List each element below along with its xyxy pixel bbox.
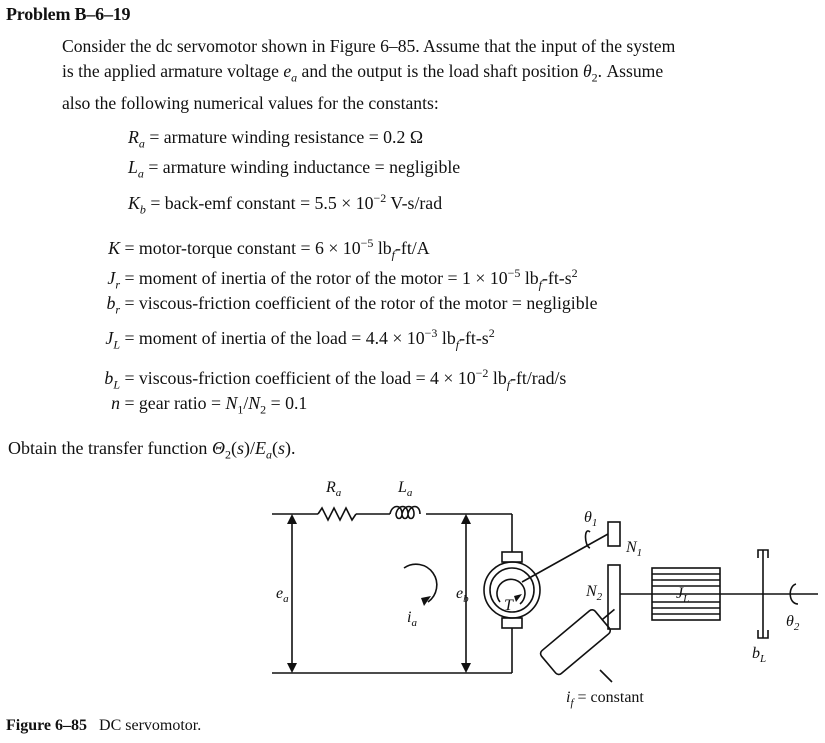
label-ea: ea — [276, 585, 289, 605]
constant-bL: bL = viscous-friction coefficient of the… — [104, 366, 567, 392]
servomotor-diagram: Ra La ea ia eb T θ1 N1 N2 JL bL θ2 if = … — [272, 479, 818, 709]
constant-La: La = armature winding inductance = negli… — [128, 157, 461, 181]
label-n2: N2 — [585, 583, 603, 603]
figure-caption: Figure 6–85 DC servomotor. — [6, 717, 201, 735]
theta1-mark — [584, 530, 591, 549]
theta2-mark — [789, 583, 799, 605]
motor-shaft — [521, 533, 609, 583]
label-theta2: θ2 — [786, 613, 800, 633]
constant-n: n = gear ratio = N1/N2 = 0.1 — [111, 393, 308, 417]
problem-intro: Consider the dc servomotor shown in Figu… — [62, 34, 822, 116]
constant-Kb: Kb = back-emf constant = 5.5 × 10−2 V-s/… — [128, 191, 443, 217]
label-bl: bL — [752, 645, 766, 665]
intro-line-1: Consider the dc servomotor shown in Figu… — [62, 36, 676, 56]
constant-JL: JL = moment of inertia of the load = 4.4… — [105, 326, 495, 352]
resistor-ra — [317, 506, 357, 522]
torque-arc — [496, 578, 526, 605]
intro-line-3: also the following numerical values for … — [62, 92, 439, 113]
motor-rotor — [489, 567, 535, 613]
label-if: if = constant — [566, 689, 644, 709]
constant-Jr: Jr = moment of inertia of the rotor of t… — [107, 266, 578, 292]
label-eb: eb — [456, 585, 469, 605]
constant-br: br = viscous-friction coefficient of the… — [106, 293, 598, 317]
brush-bottom — [501, 617, 523, 629]
inductor-la — [389, 505, 421, 520]
caption-text: DC servomotor. — [99, 717, 202, 734]
caption-number: Figure 6–85 — [6, 717, 88, 734]
label-n1: N1 — [625, 539, 642, 559]
brush-top — [501, 551, 523, 563]
ia-arc — [403, 563, 438, 603]
problem-title: Problem B–6–19 — [6, 4, 131, 24]
label-theta1: θ1 — [584, 509, 597, 529]
label-ia: ia — [407, 609, 417, 629]
label-t: T — [504, 597, 514, 614]
motor-armature — [483, 561, 541, 619]
gear-n2 — [607, 564, 621, 630]
gear-n1 — [607, 521, 621, 547]
obtain-statement: Obtain the transfer function Θ2(s)/Ea(s)… — [8, 438, 296, 462]
constant-K: K = motor-torque constant = 6 × 10−5 lbf… — [108, 236, 430, 262]
damper-bottom — [757, 630, 769, 639]
field-coil — [539, 608, 615, 676]
label-ra: Ra — [325, 479, 342, 499]
load-inertia-jl — [651, 567, 721, 621]
field-lead — [599, 669, 613, 683]
intro-line-2: is the applied armature voltage ea and t… — [62, 61, 664, 85]
constant-Ra: Ra = armature winding resistance = 0.2 Ω — [128, 127, 424, 151]
label-la: La — [397, 479, 413, 499]
